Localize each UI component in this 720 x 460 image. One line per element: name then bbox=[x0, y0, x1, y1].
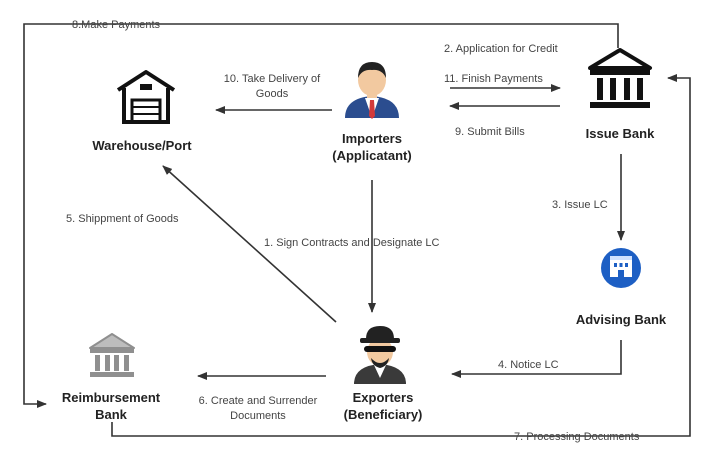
advising-bank-label: Advising Bank bbox=[576, 312, 667, 327]
flow-label-application-for-credit: 2. Application for Credit bbox=[444, 43, 558, 55]
flow-label-processing-documents: 7. Processing Documents bbox=[514, 431, 640, 443]
businessman-icon bbox=[345, 62, 399, 119]
flow-label-create-documents: 6. Create and Surrender bbox=[199, 395, 318, 407]
flow-line-shipment-of-goods bbox=[162, 165, 337, 323]
flow-line-make-payments bbox=[23, 23, 619, 408]
importers-sublabel: (Applicatant) bbox=[332, 148, 411, 163]
flow-label-notice-lc: 4. Notice LC bbox=[498, 359, 559, 371]
exporters-label: Exporters bbox=[353, 390, 414, 405]
issue-bank-label: Issue Bank bbox=[586, 126, 655, 141]
flow-label-take-delivery-line2: Goods bbox=[256, 88, 289, 100]
flow-label-submit-bills: 9. Submit Bills bbox=[455, 126, 525, 138]
flow-label-shipment-of-goods: 5. Shippment of Goods bbox=[66, 213, 179, 225]
flow-label-finish-payments: 11. Finish Payments bbox=[444, 73, 543, 85]
flow-line-notice-lc bbox=[451, 340, 622, 378]
reimbursement-bank-label: Reimbursement bbox=[62, 390, 161, 405]
flow-label-make-payments: 8.Make Payments bbox=[72, 19, 161, 31]
flow-label-sign-contracts: 1. Sign Contracts and Designate LC bbox=[264, 237, 440, 249]
reimbursement-bank-sublabel: Bank bbox=[95, 407, 128, 422]
flow-label-issue-lc: 3. Issue LC bbox=[552, 199, 608, 211]
flow-label-take-delivery: 10. Take Delivery of bbox=[224, 73, 321, 85]
importers-label: Importers bbox=[342, 131, 402, 146]
spy-icon bbox=[354, 326, 406, 384]
bank-icon bbox=[588, 48, 652, 108]
exporters-sublabel: (Beneficiary) bbox=[344, 407, 423, 422]
advising-bank-icon bbox=[601, 248, 641, 288]
warehouse-icon bbox=[116, 70, 176, 124]
flow-line-processing-documents bbox=[111, 74, 691, 437]
warehouse-label: Warehouse/Port bbox=[92, 138, 192, 153]
flow-label-create-documents-line2: Documents bbox=[230, 410, 286, 422]
bank-icon bbox=[89, 333, 135, 377]
